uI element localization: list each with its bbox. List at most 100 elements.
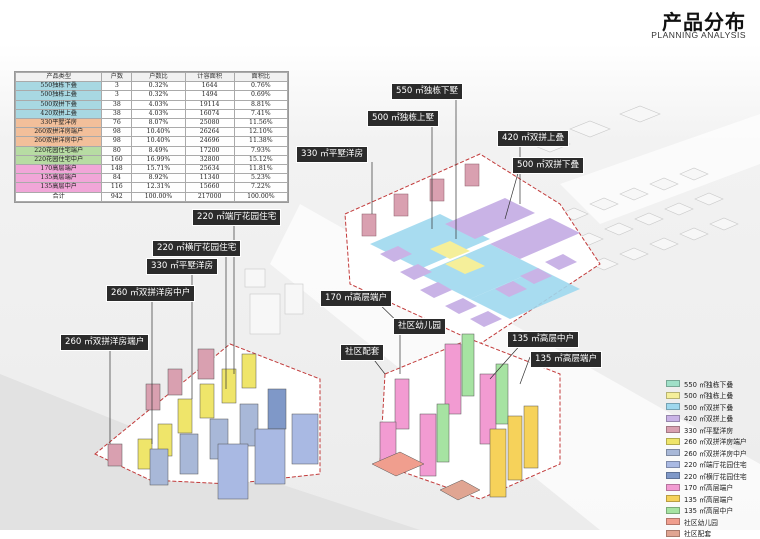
table-cell-area-ratio: 0.76% bbox=[234, 82, 287, 91]
legend-item: 500 ㎡独栋上叠 bbox=[666, 390, 756, 402]
table-cell-name: 550独栋下叠 bbox=[16, 82, 102, 91]
legend-item: 220 ㎡端厅花园住宅 bbox=[666, 459, 756, 471]
col-header-area: 计容面积 bbox=[185, 73, 234, 82]
table-cell-area: 1644 bbox=[185, 82, 234, 91]
legend-item: 220 ㎡横厅花园住宅 bbox=[666, 470, 756, 482]
table-cell-count: 38 bbox=[102, 100, 132, 109]
legend-swatch bbox=[666, 380, 680, 387]
table-cell-area-ratio: 5.23% bbox=[234, 174, 287, 183]
callout-260-middle: 260 ㎡双拼洋房中户 bbox=[106, 285, 195, 302]
legend-label: 420 ㎡双拼上叠 bbox=[684, 413, 733, 423]
table-cell-count: 160 bbox=[102, 155, 132, 164]
callout-420-duplex-upper: 420 ㎡双拼上叠 bbox=[497, 130, 569, 147]
table-cell-count-ratio: 10.40% bbox=[132, 137, 185, 146]
table-cell-count: 3 bbox=[102, 91, 132, 100]
table-cell-count: 98 bbox=[102, 128, 132, 137]
table-cell-count-ratio: 0.32% bbox=[132, 82, 185, 91]
table-cell-area: 32800 bbox=[185, 155, 234, 164]
table-cell-name: 170高层端户 bbox=[16, 165, 102, 174]
table-cell-area: 26264 bbox=[185, 128, 234, 137]
col-header-count-ratio: 户数比 bbox=[132, 73, 185, 82]
table-cell-name: 260双拼洋房中户 bbox=[16, 137, 102, 146]
legend-item: 社区配套 bbox=[666, 528, 756, 539]
callout-community-support: 社区配套 bbox=[340, 344, 384, 361]
legend-swatch bbox=[666, 403, 680, 410]
table-cell-area: 11340 bbox=[185, 174, 234, 183]
table-cell-count-ratio: 8.07% bbox=[132, 119, 185, 128]
table-cell-area-ratio: 12.10% bbox=[234, 128, 287, 137]
table-cell-count-ratio: 16.99% bbox=[132, 155, 185, 164]
table-cell-area-ratio: 11.38% bbox=[234, 137, 287, 146]
col-header-type: 产品类型 bbox=[16, 73, 102, 82]
legend-label: 260 ㎡双拼洋房端户 bbox=[684, 436, 747, 446]
legend-label: 135 ㎡高层端户 bbox=[684, 494, 733, 504]
legend-item: 260 ㎡双拼洋房端户 bbox=[666, 436, 756, 448]
table-cell-area: 17200 bbox=[185, 146, 234, 155]
legend-item: 170 ㎡高层端户 bbox=[666, 482, 756, 494]
table-cell-count: 38 bbox=[102, 109, 132, 118]
callout-550-villa: 550 ㎡独栋下墅 bbox=[391, 83, 463, 100]
table-cell-name: 220花园住宅端户 bbox=[16, 146, 102, 155]
legend-swatch bbox=[666, 392, 680, 399]
legend-label: 135 ㎡高层中户 bbox=[684, 505, 733, 515]
legend-swatch bbox=[666, 484, 680, 491]
callout-kindergarten: 社区幼儿园 bbox=[393, 318, 446, 335]
legend-swatch bbox=[666, 530, 680, 537]
table-cell-count-ratio: 8.92% bbox=[132, 174, 185, 183]
legend-label: 170 ㎡高层端户 bbox=[684, 482, 733, 492]
table-cell-count-ratio: 4.03% bbox=[132, 109, 185, 118]
table-cell-area: 25634 bbox=[185, 165, 234, 174]
table-cell-count-ratio: 8.49% bbox=[132, 146, 185, 155]
table-cell-area-ratio: 15.12% bbox=[234, 155, 287, 164]
table-cell-count: 98 bbox=[102, 137, 132, 146]
table-cell-count: 76 bbox=[102, 119, 132, 128]
table-cell-area-ratio: 7.41% bbox=[234, 109, 287, 118]
callout-260-end: 260 ㎡双拼洋房端户 bbox=[60, 334, 149, 351]
legend-swatch bbox=[666, 438, 680, 445]
table-cell-area: 217000 bbox=[185, 192, 234, 201]
page-subtitle: PLANNING ANALYSIS bbox=[651, 30, 746, 40]
legend-swatch bbox=[666, 472, 680, 479]
table-cell-name: 220花园住宅中户 bbox=[16, 155, 102, 164]
table-cell-name: 500双拼下叠 bbox=[16, 100, 102, 109]
legend-swatch bbox=[666, 461, 680, 468]
legend-swatch bbox=[666, 507, 680, 514]
legend-label: 220 ㎡端厅花园住宅 bbox=[684, 459, 747, 469]
legend-label: 260 ㎡双拼洋房中户 bbox=[684, 448, 747, 458]
table-cell-area-ratio: 100.00% bbox=[234, 192, 287, 201]
table-cell-area-ratio: 0.69% bbox=[234, 91, 287, 100]
table-cell-area-ratio: 7.22% bbox=[234, 183, 287, 192]
legend-item: 135 ㎡高层端户 bbox=[666, 493, 756, 505]
table-cell-area: 1494 bbox=[185, 91, 234, 100]
table-cell-name: 500独栋上叠 bbox=[16, 91, 102, 100]
col-header-area-ratio: 面积比 bbox=[234, 73, 287, 82]
callout-330-flat-villa: 330 ㎡平墅洋房 bbox=[296, 146, 368, 163]
legend-item: 550 ㎡独栋下叠 bbox=[666, 378, 756, 390]
table-cell-name: 330平墅洋房 bbox=[16, 119, 102, 128]
legend-label: 330 ㎡平墅洋房 bbox=[684, 425, 733, 435]
table-cell-count-ratio: 100.00% bbox=[132, 192, 185, 201]
callout-500-duplex-lower: 500 ㎡双拼下叠 bbox=[512, 157, 584, 174]
col-header-count: 户数 bbox=[102, 73, 132, 82]
callout-135-middle: 135 ㎡高层中户 bbox=[507, 331, 579, 348]
table-cell-name: 合计 bbox=[16, 192, 102, 201]
legend-swatch bbox=[666, 449, 680, 456]
table-cell-count: 3 bbox=[102, 82, 132, 91]
legend-label: 500 ㎡双拼下叠 bbox=[684, 402, 733, 412]
table-cell-area: 19114 bbox=[185, 100, 234, 109]
legend-swatch bbox=[666, 518, 680, 525]
table-cell-count-ratio: 10.40% bbox=[132, 128, 185, 137]
table-cell-count-ratio: 15.71% bbox=[132, 165, 185, 174]
